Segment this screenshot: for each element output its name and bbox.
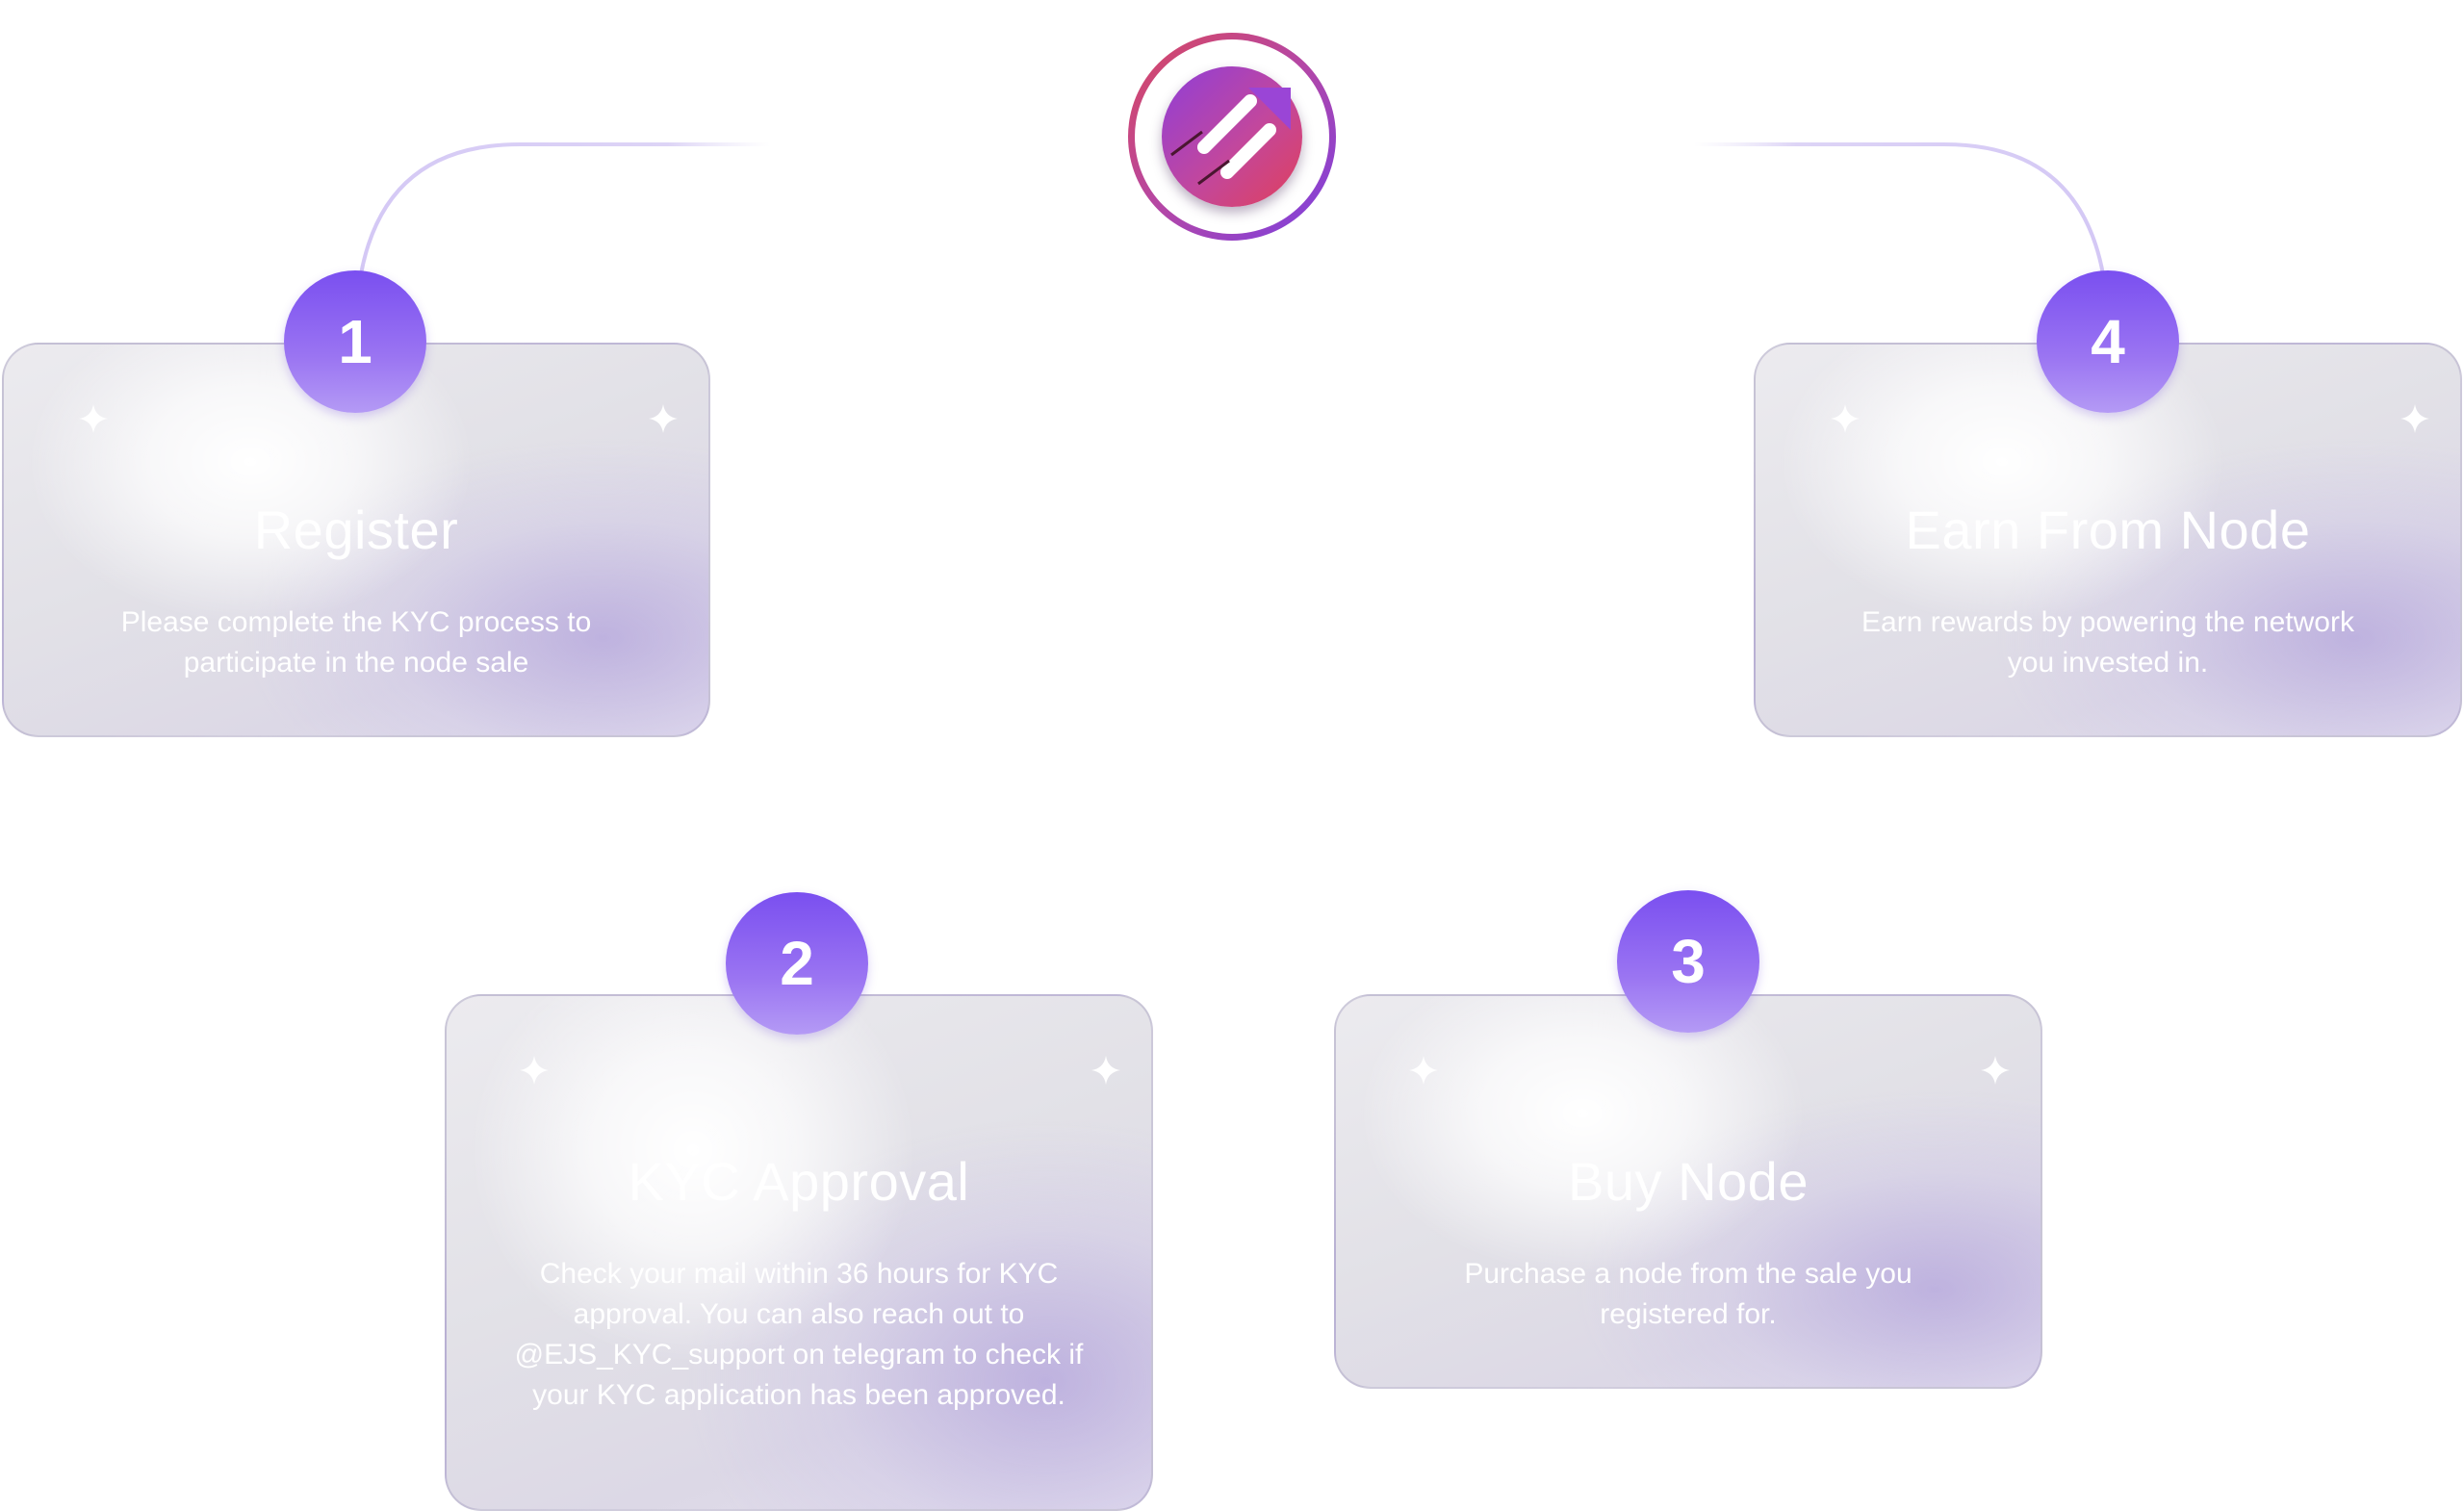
step-card-buy-node: Buy Node Purchase a node from the sale y…: [1334, 994, 2042, 1389]
step-number-badge-3: 3: [1617, 890, 1759, 1033]
sparkle-icon: [79, 404, 108, 433]
step-number-badge-4: 4: [2037, 270, 2179, 413]
step-description: Check your mail within 36 hours for KYC …: [514, 1258, 1084, 1411]
sparkle-icon: [1409, 1056, 1438, 1085]
step-description: Earn rewards by powering the network you…: [1861, 606, 2354, 679]
step-card-kyc-approval: KYC Approval Check your mail within 36 h…: [445, 994, 1153, 1511]
sparkle-icon: [1091, 1056, 1120, 1085]
step-number-badge-1: 1: [284, 270, 426, 413]
sparkle-icon: [1981, 1056, 2010, 1085]
logo-inner: [1135, 39, 1329, 234]
step-title: Buy Node: [1568, 1151, 1809, 1212]
step-title: Register: [253, 499, 459, 560]
step-title: KYC Approval: [628, 1151, 970, 1212]
step-title: Earn From Node: [1905, 499, 2311, 560]
sparkle-icon: [1831, 404, 1860, 433]
arrow-up-right-logo-icon: [1170, 88, 1291, 186]
step-description: Purchase a node from the sale you regist…: [1464, 1258, 1912, 1330]
sparkle-icon: [2400, 404, 2429, 433]
sparkle-icon: [520, 1056, 549, 1085]
step-description: Please complete the KYC process to parti…: [120, 606, 592, 679]
step-number-badge-2: 2: [726, 892, 868, 1035]
sparkle-icon: [649, 404, 678, 433]
logo: [1128, 33, 1336, 241]
